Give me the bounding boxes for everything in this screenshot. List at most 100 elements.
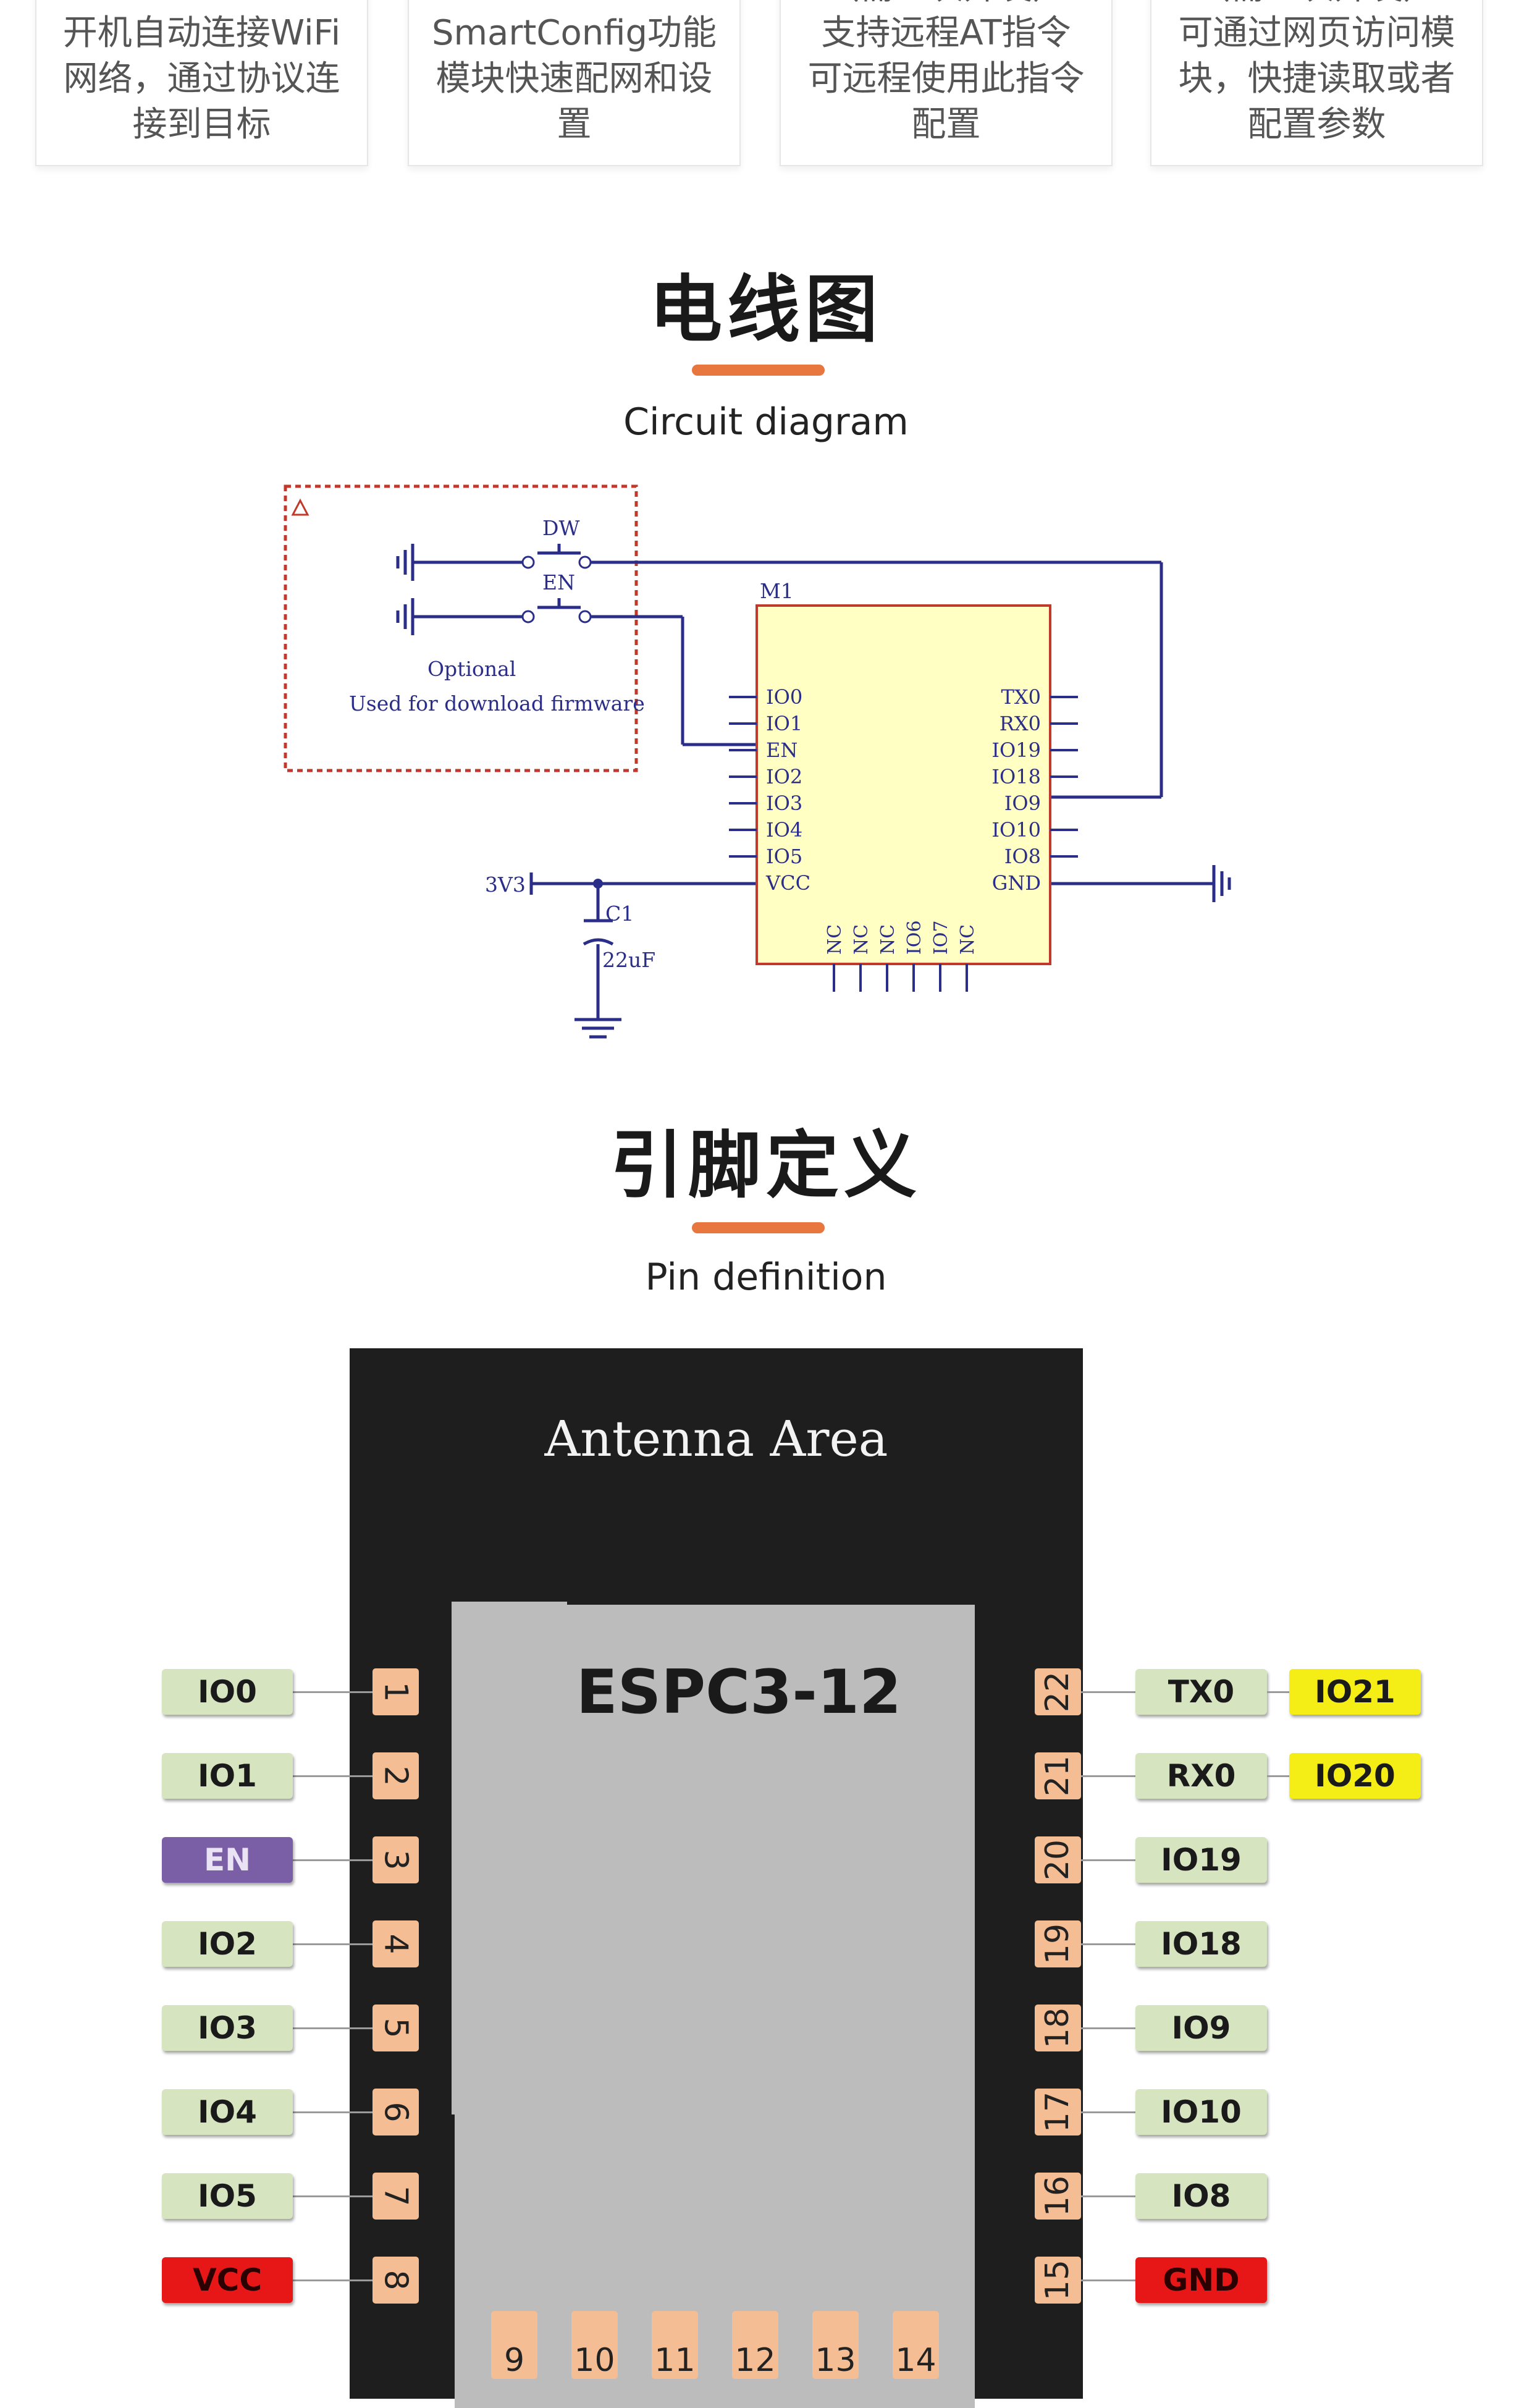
right-pin-label-io8: IO8 — [1135, 2173, 1267, 2219]
left-pin-number: 5 — [372, 2005, 419, 2051]
bottom-pin-number: 13 — [812, 2311, 859, 2379]
module-body: Antenna Area ESPC3-12 — [350, 1348, 1083, 2408]
right-pin-label-io9: IO9 — [1135, 2005, 1267, 2051]
download-firmware-label: Used for download firmware — [349, 691, 645, 716]
right-pin-number: 19 — [1035, 1920, 1081, 1967]
pin-section-underline — [692, 1222, 825, 1233]
left-pin-lead — [292, 2195, 372, 2197]
feature-card-text: SmartConfig功能 模块快速配网和设 置 — [431, 13, 717, 145]
left-pin-label-io3: IO3 — [162, 2005, 293, 2051]
circuit-section-subtitle: Circuit diagram — [623, 400, 909, 444]
right-pin-number: 20 — [1035, 1836, 1081, 1883]
optional-label: Optional — [427, 657, 516, 681]
left-pin-label-io4: IO4 — [162, 2089, 293, 2135]
chip-name: ESPC3-12 — [576, 1657, 902, 1728]
left-pin-number: 2 — [372, 1752, 419, 1799]
alt-pin-label-io20: IO20 — [1289, 1753, 1421, 1799]
feature-card-text: （需二次开发） 支持远程AT指令 可远程使用此指令 配置 — [807, 0, 1085, 145]
bottom-pin-number: 12 — [732, 2311, 778, 2379]
right-pin-label-io10: IO10 — [1135, 2089, 1267, 2135]
cap-value-label: 22uF — [602, 948, 655, 972]
schematic-bottom-pin-label: IO6 — [904, 920, 925, 955]
right-pin-lead — [1081, 1943, 1135, 1945]
left-pin-lead — [292, 1943, 372, 1945]
bottom-pin-number: 10 — [571, 2311, 618, 2379]
schematic-right-pin-label: GND — [992, 871, 1041, 895]
feature-card-text: 开机自动连接WiFi 网络，通过协议连 接到目标 — [62, 13, 341, 145]
schematic-left-pin-label: IO3 — [766, 792, 802, 815]
schematic-bottom-pin-label: IO7 — [930, 920, 952, 955]
schematic-left-pin-label: IO5 — [766, 845, 802, 868]
schematic-bottom-pin-label: NC — [957, 924, 979, 955]
bottom-pin-number: 14 — [893, 2311, 939, 2379]
bottom-pin-number: 11 — [652, 2311, 698, 2379]
left-pin-label-io0: IO0 — [162, 1669, 293, 1715]
schematic-bottom-pin-label: NC — [851, 924, 872, 955]
left-pin-label-io5: IO5 — [162, 2173, 293, 2219]
right-pin-lead — [1081, 1775, 1135, 1777]
pin-section-title: 引脚定义 — [610, 1123, 922, 1208]
schematic-right-pin-label: RX0 — [1000, 712, 1041, 735]
schematic-right-pin-label: IO18 — [991, 765, 1041, 788]
right-pin-label-gnd: GND — [1135, 2257, 1267, 2303]
schematic-left-pin-label: IO4 — [766, 818, 802, 842]
schematic-left-pin-label: EN — [766, 738, 798, 762]
feature-card: 开机自动连接WiFi 网络，通过协议连 接到目标 — [35, 0, 368, 166]
right-pin-label-tx0: TX0 — [1135, 1669, 1267, 1715]
schematic-left-pin-label: IO0 — [766, 685, 802, 709]
en-switch-label: EN — [542, 570, 575, 594]
left-pin-lead — [292, 1775, 372, 1777]
pin-section-subtitle: Pin definition — [645, 1256, 887, 1299]
alt-pin-lead — [1267, 1691, 1289, 1693]
right-pin-number: 22 — [1035, 1668, 1081, 1715]
right-pin-number: 21 — [1035, 1752, 1081, 1799]
circuit-schematic: DW EN Optional Used for download firmwar… — [284, 484, 1231, 1039]
right-pin-number: 17 — [1035, 2089, 1081, 2136]
right-pin-lead — [1081, 2027, 1135, 2029]
supply-label: 3V3 — [485, 872, 526, 897]
schematic-right-pin-label: IO19 — [991, 738, 1041, 762]
left-pin-label-io2: IO2 — [162, 1921, 293, 1967]
feature-card-text: （需二次开发） 可通过网页访问模 块，快捷读取或者 配置参数 — [1178, 0, 1455, 145]
schematic-bottom-pin-label: NC — [824, 924, 846, 955]
left-pin-number: 3 — [372, 1836, 419, 1883]
dw-label: DW — [542, 516, 579, 540]
right-pin-number: 15 — [1035, 2257, 1081, 2304]
schematic-right-pin-label: IO8 — [1004, 845, 1041, 868]
alt-pin-label-io21: IO21 — [1289, 1669, 1421, 1715]
right-pin-label-io19: IO19 — [1135, 1837, 1267, 1883]
right-pin-lead — [1081, 2111, 1135, 2113]
right-pin-label-rx0: RX0 — [1135, 1753, 1267, 1799]
left-pin-label-vcc: VCC — [162, 2257, 293, 2303]
right-pin-lead — [1081, 1859, 1135, 1861]
right-pin-lead — [1081, 2279, 1135, 2281]
left-pin-number: 7 — [372, 2173, 419, 2220]
right-pin-number: 16 — [1035, 2173, 1081, 2220]
schematic-right-pin-label: TX0 — [1001, 685, 1041, 709]
cap-label: C1 — [605, 902, 634, 926]
schematic-right-pin-label: IO10 — [991, 818, 1041, 842]
right-pin-lead — [1081, 1691, 1135, 1693]
right-pin-lead — [1081, 2195, 1135, 2197]
feature-card: （需二次开发） 支持远程AT指令 可远程使用此指令 配置 — [780, 0, 1113, 166]
module-m1-label: M1 — [760, 579, 794, 603]
left-pin-lead — [292, 2027, 372, 2029]
left-pin-label-io1: IO1 — [162, 1753, 293, 1799]
right-pin-number: 18 — [1035, 2005, 1081, 2051]
schematic-right-pin-label: IO9 — [1004, 792, 1041, 815]
antenna-area-label: Antenna Area — [544, 1410, 888, 1468]
left-pin-number: 1 — [372, 1668, 419, 1715]
left-pin-number: 6 — [372, 2089, 419, 2136]
optional-box — [284, 484, 638, 772]
feature-card: SmartConfig功能 模块快速配网和设 置 — [408, 0, 741, 166]
schematic-bottom-pin-label: NC — [877, 924, 899, 955]
bottom-pin-number: 9 — [491, 2311, 537, 2379]
schematic-left-pin-label: IO1 — [766, 712, 802, 735]
left-pin-label-en: EN — [162, 1837, 293, 1883]
left-pin-number: 4 — [372, 1920, 419, 1967]
schematic-left-pin-label: VCC — [765, 871, 810, 895]
schematic-left-pin-label: IO2 — [766, 765, 802, 788]
right-pin-label-io18: IO18 — [1135, 1921, 1267, 1967]
left-pin-lead — [292, 2111, 372, 2113]
left-pin-lead — [292, 1691, 372, 1693]
